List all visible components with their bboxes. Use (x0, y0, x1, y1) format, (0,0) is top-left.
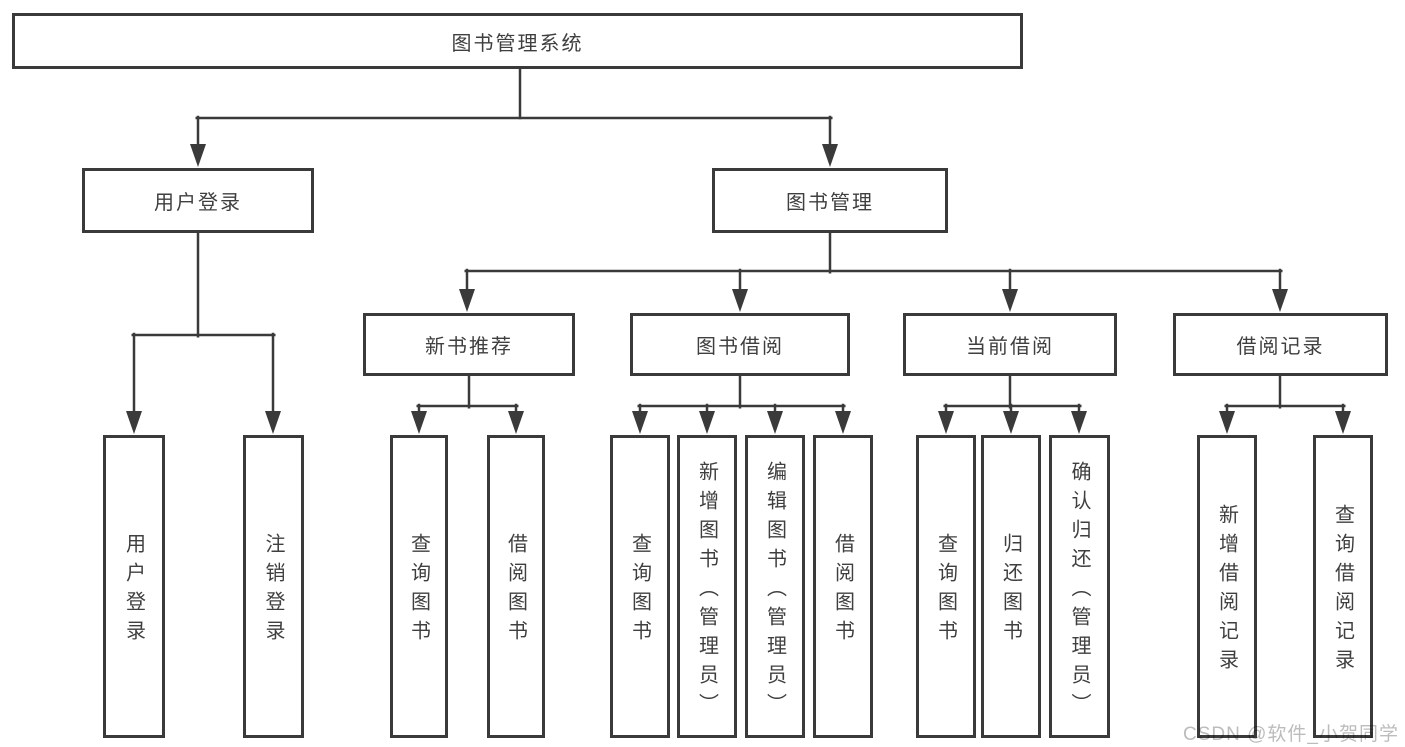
node-label: 用户登录 (122, 533, 145, 649)
leaf-query-borrow-record: 查询借阅记录 (1313, 435, 1373, 738)
node-label: 图书借阅 (696, 336, 784, 358)
leaf-logout-login: 注销登录 (243, 435, 304, 738)
node-label: 借阅图书 (831, 533, 854, 649)
leaf-add-book-admin: 新增图书（管理员） (677, 435, 737, 738)
node-label: 借阅记录 (1236, 336, 1325, 358)
leaf-query-books-1: 查询图书 (390, 435, 448, 738)
leaf-edit-book-admin: 编辑图书（管理员） (745, 435, 805, 738)
node-label: 新书推荐 (425, 336, 513, 358)
node-user-login-branch: 用户登录 (82, 168, 314, 233)
node-label: 新增借阅记录 (1215, 504, 1238, 678)
node-library-management-system: 图书管理系统 (12, 13, 1023, 69)
node-label: 用户登录 (154, 192, 242, 214)
node-label: 图书管理系统 (451, 32, 584, 55)
leaf-return-books: 归还图书 (981, 435, 1041, 738)
node-label: 编辑图书（管理员） (763, 460, 786, 722)
node-label: 借阅图书 (504, 533, 527, 649)
node-current-borrowing: 当前借阅 (903, 313, 1117, 376)
node-new-book-recommend: 新书推荐 (363, 313, 575, 376)
node-label: 查询图书 (628, 533, 651, 649)
node-label: 查询图书 (407, 533, 430, 649)
node-label: 注销登录 (262, 533, 284, 649)
csdn-watermark: CSDN @软件_小贺同学 (1183, 724, 1399, 745)
leaf-query-books-3: 查询图书 (916, 435, 976, 738)
leaf-confirm-return-admin: 确认归还（管理员） (1049, 435, 1110, 738)
node-book-borrowing: 图书借阅 (630, 313, 850, 376)
node-label: 查询图书 (934, 533, 957, 649)
node-label: 归还图书 (999, 533, 1022, 649)
leaf-add-borrow-record: 新增借阅记录 (1197, 435, 1257, 738)
node-label: 查询借阅记录 (1331, 504, 1354, 678)
node-book-management-branch: 图书管理 (712, 168, 948, 233)
node-label: 当前借阅 (966, 336, 1054, 358)
leaf-user-login: 用户登录 (103, 435, 165, 738)
node-label: 新增图书（管理员） (695, 460, 718, 722)
node-label: 确认归还（管理员） (1068, 460, 1090, 722)
node-label: 图书管理 (786, 192, 874, 214)
node-borrow-records: 借阅记录 (1173, 313, 1388, 376)
leaf-query-books-2: 查询图书 (610, 435, 670, 738)
leaf-borrow-books-2: 借阅图书 (813, 435, 873, 738)
leaf-borrow-books-1: 借阅图书 (487, 435, 545, 738)
